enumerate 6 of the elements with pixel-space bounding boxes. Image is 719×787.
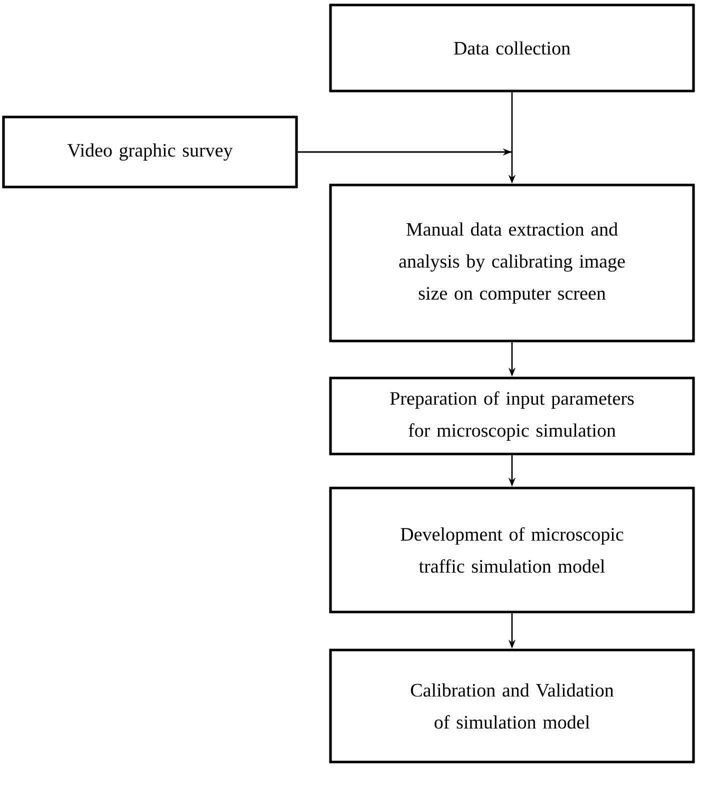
process-box: Preparation of input parameters for microscopic simulation (329, 376, 695, 456)
process-box: Calibration and Validation of simulation model (329, 648, 695, 764)
process-box: Development of microscopic traffic simulation model (329, 486, 695, 614)
process-box: Video graphic survey (2, 116, 298, 188)
process-box: Manual data extraction and analysis by calibrating image size on computer screen (329, 184, 695, 342)
process-box: Data collection (329, 4, 695, 92)
